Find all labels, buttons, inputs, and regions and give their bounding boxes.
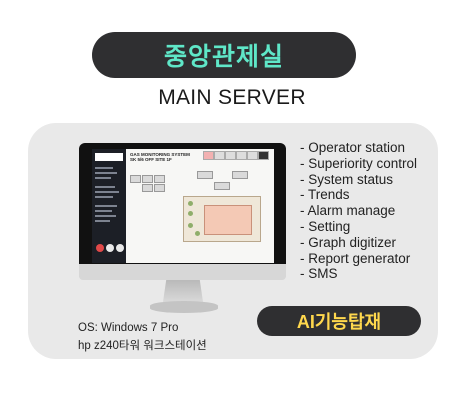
floor-plan-marker — [188, 201, 193, 206]
floor-plan-marker — [188, 211, 193, 216]
screen-sensor-box — [232, 171, 248, 179]
screen-control-button — [116, 244, 124, 252]
floor-plan-zone — [204, 205, 252, 235]
screen-menu-line — [95, 177, 111, 179]
screen-menu-line — [95, 167, 113, 169]
screen-toolbar-button — [247, 151, 258, 160]
screen-control-button — [106, 244, 114, 252]
screen-sensor-box — [214, 182, 230, 190]
screen-sensor-box — [197, 171, 213, 179]
screen-menu-line — [95, 210, 112, 212]
screen-toolbar-button — [214, 151, 225, 160]
screen-toolbar-button — [225, 151, 236, 160]
feature-item: - Graph digitizer — [300, 234, 397, 250]
screen-menu-line — [95, 215, 116, 217]
screen-sensor-box — [142, 184, 153, 192]
ai-feature-badge: AI기능탑재 — [257, 306, 421, 336]
feature-item: - Operator station — [300, 140, 406, 155]
page-subtitle: MAIN SERVER — [158, 86, 306, 109]
screen-menu-line — [95, 172, 117, 174]
feature-item: - SMS — [300, 266, 338, 282]
screen-toolbar-button — [236, 151, 247, 160]
feature-item: - Report generator — [300, 250, 411, 266]
screen-menu-line — [95, 186, 115, 188]
feature-item: - Trends — [300, 187, 350, 203]
screen-title-line: GAS MONITORING SYSTEM — [130, 152, 190, 157]
screen-sidebar — [92, 149, 126, 263]
ai-feature-label: AI기능탑재 — [296, 312, 382, 332]
feature-item: - Alarm manage — [300, 203, 396, 219]
title-banner: 중앙관제실 — [92, 32, 356, 78]
page-title: 중앙관제실 — [163, 43, 284, 71]
screen-toolbar-button — [203, 151, 214, 160]
monitor-screen: GAS MONITORING SYSTEM SK 5/6 OFF SITE 1F — [92, 149, 274, 263]
screen-menu-line — [95, 220, 110, 222]
hardware-spec: hp z240타워 워크스테이션 — [78, 340, 207, 352]
monitor-illustration: GAS MONITORING SYSTEM SK 5/6 OFF SITE 1F — [79, 143, 286, 277]
screen-toolbar-button — [258, 151, 269, 160]
screen-sensor-box — [154, 184, 165, 192]
screen-sensor-box — [130, 175, 141, 183]
screen-menu-line — [95, 191, 119, 193]
os-spec: OS: Windows 7 Pro — [78, 322, 179, 334]
screen-menu-line — [95, 196, 113, 198]
screen-sensor-box — [154, 175, 165, 183]
screen-logo — [95, 153, 123, 161]
screen-floor-plan — [183, 196, 261, 242]
monitor-base — [150, 301, 218, 313]
screen-alarm-button — [96, 244, 104, 252]
feature-item: - Setting — [300, 218, 351, 234]
monitor-stand — [163, 280, 203, 302]
feature-item: - Superiority control — [300, 155, 418, 171]
feature-item: - System status — [300, 171, 394, 187]
floor-plan-marker — [188, 223, 193, 228]
screen-title-line: SK 5/6 OFF SITE 1F — [130, 157, 172, 162]
screen-title: GAS MONITORING SYSTEM SK 5/6 OFF SITE 1F — [130, 152, 190, 162]
monitor-chin — [79, 264, 286, 280]
screen-sensor-box — [142, 175, 153, 183]
feature-list: - Operator station - Superiority control… — [300, 140, 417, 282]
screen-menu-line — [95, 205, 117, 207]
floor-plan-marker — [195, 231, 200, 236]
